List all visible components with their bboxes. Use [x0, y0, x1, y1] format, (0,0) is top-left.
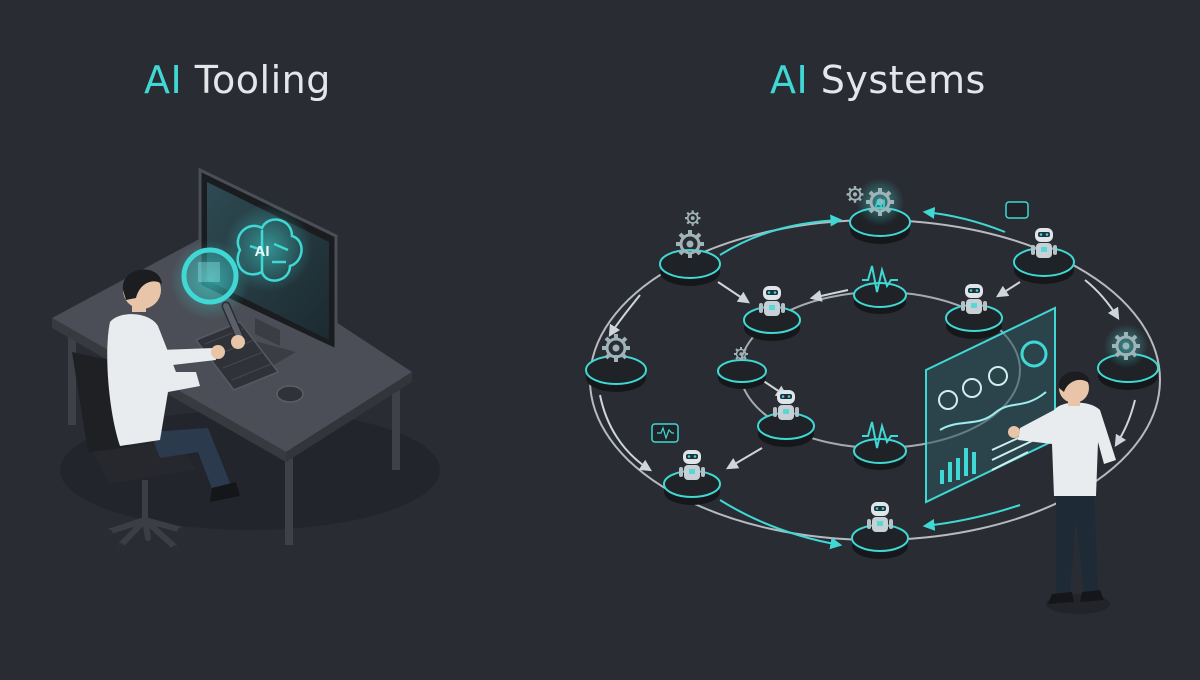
desk-edge-right [286, 372, 412, 462]
title-ai-systems-rest: Systems [808, 58, 986, 102]
node-robot-center [757, 390, 815, 447]
title-ai-systems-accent: AI [770, 58, 809, 102]
title-ai-tooling: AI Tooling [144, 58, 331, 102]
person-standing [1008, 371, 1116, 614]
flow-arrows [599, 206, 1136, 550]
magnifier-icon [170, 240, 250, 349]
title-ai-systems: AI Systems [770, 58, 986, 102]
node-wave-bottom [853, 421, 907, 470]
systems-scene: AI [585, 178, 1161, 614]
person-at-desk [107, 269, 240, 502]
node-gear-left [659, 209, 721, 286]
node-robot-bottom [851, 502, 909, 559]
node-gear-far-left [585, 332, 647, 392]
node-robot-inner-left [743, 286, 801, 341]
node-pedestals: AI [585, 178, 1159, 559]
node-gear-far-right [1097, 324, 1159, 390]
waveform-icon [862, 265, 898, 293]
title-ai-tooling-accent: AI [144, 58, 183, 102]
dashboard-screen [925, 306, 1056, 504]
waveform-icon [862, 421, 898, 449]
chat-bubble-icon [1005, 201, 1029, 219]
tooling-scene: AI [52, 167, 440, 555]
node-robot-bottom-left [651, 423, 721, 505]
node-gear-inner [717, 346, 767, 389]
desk-legs [68, 330, 400, 545]
node-top-hub: AI [845, 178, 911, 244]
brain-icon [236, 218, 303, 282]
node-robot-top-right [1005, 201, 1075, 284]
title-ai-tooling-rest: Tooling [182, 58, 331, 102]
mouse [276, 385, 304, 403]
monitor-ai-badge: AI [255, 243, 270, 260]
hub-ai-badge: AI [875, 198, 886, 210]
node-wave-top [853, 265, 907, 314]
node-robot-inner-right [945, 284, 1003, 339]
